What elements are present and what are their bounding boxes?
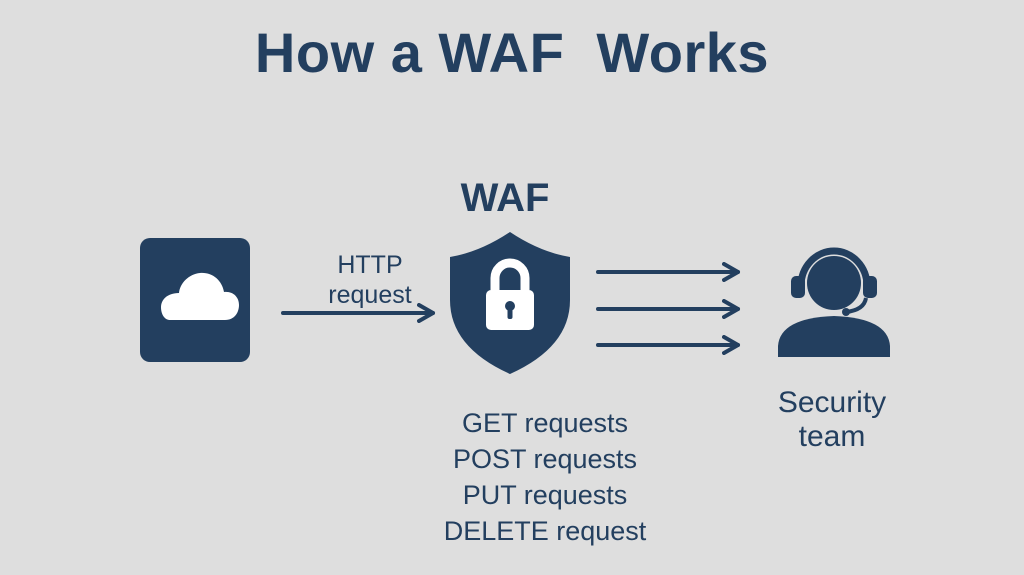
headset-user-icon [778,247,890,357]
security-team-label-line-1: Security [777,386,887,419]
request-methods-list: GET requests POST requests PUT requests … [420,405,670,549]
http-request-label-line-1: HTTP [337,251,403,279]
http-request-label: HTTP request [300,250,440,310]
request-method-get: GET requests [461,408,629,438]
page-title: How a WAF Works [254,21,770,84]
waf-label: WAF [460,176,550,220]
shield-lock-icon [450,232,570,374]
http-request-label-line-2: request [328,281,412,309]
security-team-label-line-2: team [798,420,866,453]
request-method-put: PUT requests [462,480,628,510]
request-method-delete: DELETE request [443,516,647,546]
cloud-icon [140,238,250,362]
request-method-post: POST requests [452,444,638,474]
security-team-label: Security team [752,386,912,454]
